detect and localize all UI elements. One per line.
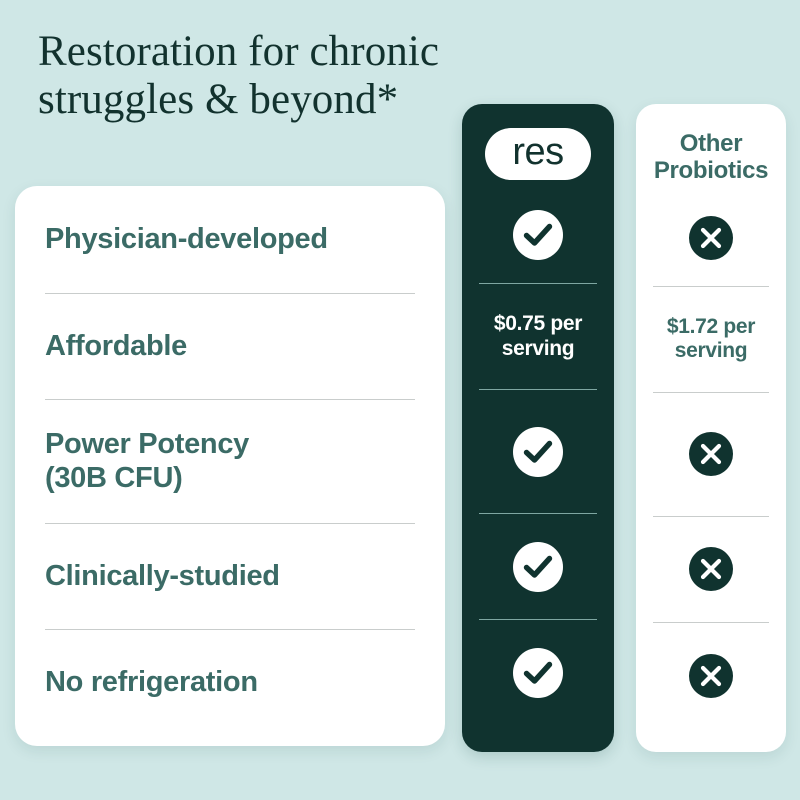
- feature-label-line-2: (30B CFU): [45, 461, 183, 494]
- other-price-line-1: $1.72 per: [666, 315, 756, 339]
- res-comparison-column: res $0.75 per serving: [462, 104, 614, 752]
- res-cell-list: $0.75 per serving: [479, 186, 597, 726]
- feature-label: No refrigeration: [45, 666, 258, 699]
- check-circle-icon: [513, 648, 563, 698]
- feature-row: No refrigeration: [45, 630, 415, 736]
- res-price: $0.75 per serving: [493, 312, 583, 360]
- x-circle-icon: [689, 216, 733, 261]
- feature-row: Physician-developed: [45, 186, 415, 294]
- other-cell-list: $1.72 per serving: [653, 191, 769, 729]
- headline-line-1: Restoration for chronic: [38, 28, 440, 75]
- feature-label: Physician-developed: [45, 222, 328, 255]
- other-cell: [653, 191, 769, 287]
- feature-row: Clinically-studied: [45, 524, 415, 630]
- check-circle-icon: [513, 426, 563, 477]
- res-cell: [479, 620, 597, 726]
- x-circle-icon: [689, 547, 733, 592]
- res-cell: [479, 514, 597, 620]
- other-cell: [653, 623, 769, 729]
- other-price: $1.72 per serving: [666, 315, 756, 363]
- feature-label: Power Potency (30B CFU): [45, 428, 249, 495]
- other-price-line-2: serving: [674, 339, 748, 363]
- other-cell: $1.72 per serving: [653, 287, 769, 393]
- feature-label-line-1: Power Potency: [45, 427, 249, 460]
- feature-label: Affordable: [45, 329, 188, 362]
- feature-row: Power Potency (30B CFU): [45, 400, 415, 524]
- check-circle-icon: [513, 209, 563, 260]
- other-cell: [653, 517, 769, 623]
- page-title: Restoration for chronic struggles & beyo…: [38, 28, 498, 124]
- res-price-line-1: $0.75 per: [493, 312, 583, 336]
- res-cell: [479, 186, 597, 284]
- res-cell: $0.75 per serving: [479, 284, 597, 390]
- other-cell: [653, 393, 769, 517]
- check-circle-icon: [513, 541, 563, 592]
- other-title-line-1: Other: [679, 130, 743, 157]
- other-title-line-2: Probiotics: [653, 157, 769, 185]
- x-circle-icon: [689, 432, 733, 477]
- res-logo-text: res: [512, 131, 564, 173]
- other-probiotics-column: Other Probiotics $1.72 per serving: [636, 104, 786, 752]
- feature-row: Affordable: [45, 294, 415, 400]
- headline-line-2: struggles & beyond*: [38, 76, 399, 124]
- feature-label: Clinically-studied: [45, 559, 280, 592]
- res-logo: res: [485, 128, 591, 180]
- other-probiotics-title: Other Probiotics: [653, 130, 769, 185]
- x-circle-icon: [689, 653, 733, 698]
- res-price-line-2: serving: [501, 336, 575, 360]
- feature-list-card: Physician-developed Affordable Power Pot…: [15, 186, 445, 746]
- res-cell: [479, 390, 597, 514]
